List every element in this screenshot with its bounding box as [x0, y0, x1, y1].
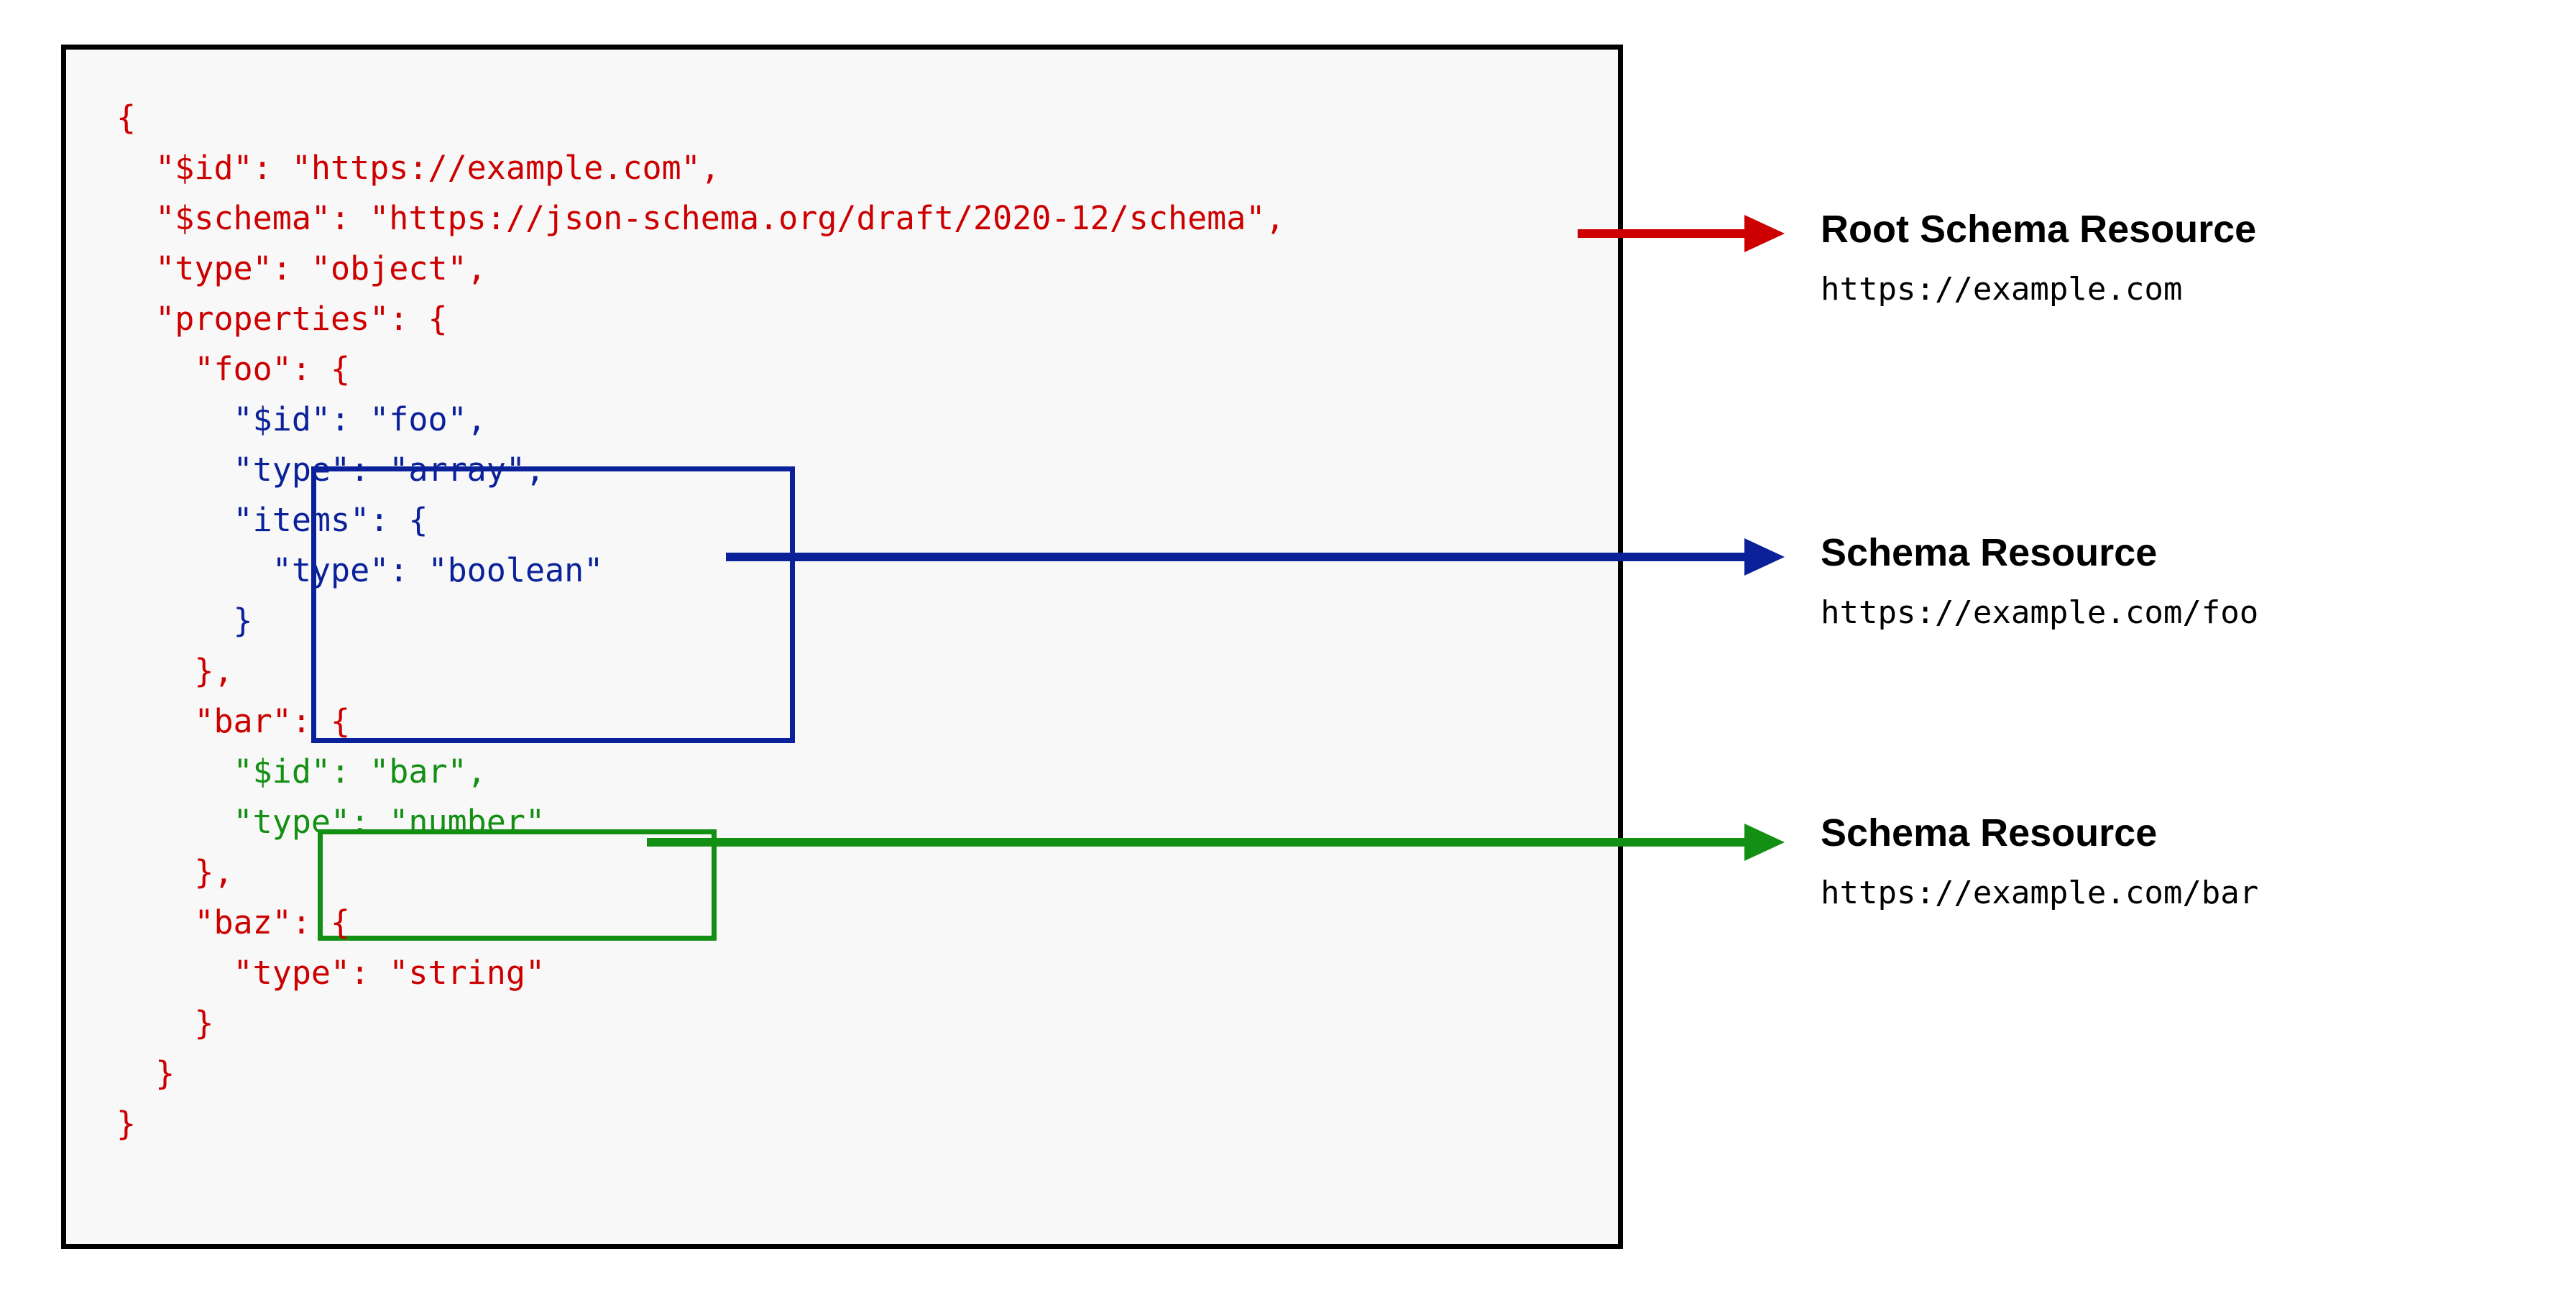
json-code-panel: { "$id": "https://example.com", "$schema…	[61, 45, 1623, 1249]
code-line: "type": "object",	[116, 249, 487, 287]
code-line: "$id": "bar",	[116, 752, 487, 791]
code-line: "bar": {	[116, 702, 351, 740]
json-code-block: { "$id": "https://example.com", "$schema…	[116, 93, 1285, 1149]
code-line: "type": "boolean"	[116, 551, 604, 589]
code-line: "baz": {	[116, 903, 351, 941]
code-line: }	[116, 1054, 175, 1092]
code-line: "type": "number"	[116, 803, 546, 841]
annotation-title: Root Schema Resource	[1821, 208, 2257, 251]
code-line: },	[116, 853, 234, 891]
code-line: },	[116, 652, 234, 690]
code-line: "items": {	[116, 501, 428, 539]
code-line: }	[116, 602, 253, 640]
arrow-shaft	[1578, 229, 1750, 238]
code-line: "type": "array",	[116, 451, 546, 489]
code-line: "foo": {	[116, 350, 351, 388]
annotation-url: https://example.com	[1821, 271, 2183, 308]
foo-schema-resource-highlight-box	[311, 466, 795, 743]
code-line: "properties": {	[116, 300, 448, 338]
code-line: }	[116, 1004, 214, 1042]
bar-schema-resource-highlight-box	[318, 829, 717, 941]
annotation-url: https://example.com/foo	[1821, 594, 2259, 631]
annotation-bar-schema-resource: Schema Resource https://example.com/bar	[1821, 811, 2258, 913]
code-line: "$id": "https://example.com",	[116, 149, 720, 187]
annotation-foo-schema-resource: Schema Resource https://example.com/foo	[1821, 530, 2258, 632]
code-line: }	[116, 1105, 137, 1143]
annotation-title: Schema Resource	[1821, 811, 2158, 854]
code-line: "type": "string"	[116, 954, 546, 992]
arrow-shaft	[647, 838, 1750, 847]
code-line: {	[116, 98, 137, 137]
arrow-shaft	[726, 553, 1750, 561]
arrow-head-icon	[1744, 824, 1785, 861]
annotation-root-schema-resource: Root Schema Resource https://example.com	[1821, 207, 2256, 309]
code-line: "$id": "foo",	[116, 400, 487, 438]
code-line: "$schema": "https://json-schema.org/draf…	[116, 199, 1285, 237]
arrow-head-icon	[1744, 538, 1785, 576]
arrow-head-icon	[1744, 215, 1785, 252]
annotation-title: Schema Resource	[1821, 531, 2158, 574]
annotation-url: https://example.com/bar	[1821, 875, 2259, 911]
